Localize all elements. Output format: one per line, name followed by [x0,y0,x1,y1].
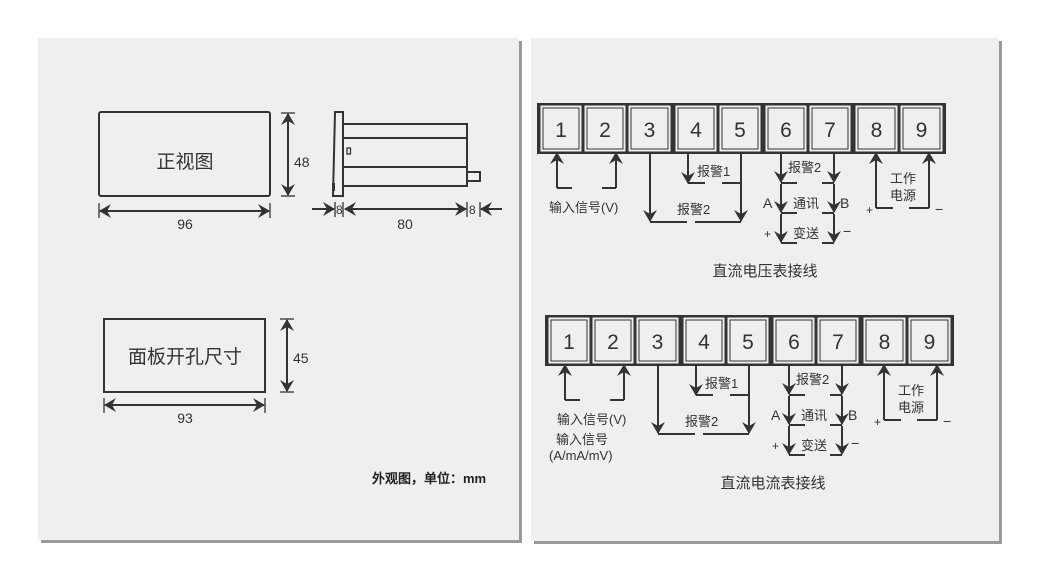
width-dim-label: 96 [177,216,193,232]
comm-b-label: B [840,195,849,211]
terminal-number: 2 [599,119,611,142]
terminal-number: 1 [563,331,575,354]
comm-label: 通讯 [801,408,827,423]
terminal-4: 4 [675,105,717,152]
power-label-line2: 电源 [898,400,924,415]
input-signal-range-label: (A/mA/mV) [549,448,613,463]
terminal-6: 6 [765,105,807,152]
terminal-number: 4 [698,331,710,354]
power-label-line2: 电源 [890,188,916,203]
height-dim-label: 48 [294,154,310,170]
transmit-label: 变送 [801,438,827,453]
terminal-number: 1 [555,119,567,142]
side-body [342,123,468,187]
transmit-plus-label: + [764,227,771,241]
alarm2-bottom-label: 报警2 [685,414,718,429]
dimensions-panel [38,38,519,540]
side-left-dim-label: 8 [336,203,343,217]
cutout-width-dim-label: 93 [177,410,193,426]
alarm2-top-label: 报警2 [796,372,829,387]
cutout-height-dim-label: 45 [293,350,309,366]
power-label-line1: 工作 [898,383,924,398]
front-view: 正视图 48 96 [98,111,310,232]
front-view-label: 正视图 [156,151,213,173]
side-panel-plate [331,111,344,197]
alarm2-top-label: 报警2 [788,160,821,175]
terminal-number: 2 [607,331,619,354]
width-dimension: 96 [98,203,271,232]
terminal-number: 5 [734,119,746,142]
transmit-minus-label: − [851,435,859,451]
alarm2-bottom-label: 报警2 [677,202,710,217]
panel-cutout: 面板开孔尺寸 45 93 [103,318,309,426]
power-label-line1: 工作 [890,171,916,186]
cutout-label: 面板开孔尺寸 [128,346,242,368]
terminal-5: 5 [719,105,761,152]
side-view: 8 80 8 [312,111,502,232]
terminal-1: 1 [548,317,590,364]
transmit-minus-label: − [843,223,851,239]
input-signal-label: 输入信号(V) [557,412,626,427]
wiring-title: 直流电流表接线 [720,475,825,492]
input-signal-label: 输入信号(V) [549,200,618,215]
side-right-dim-label: 8 [469,203,476,217]
comm-b-label: B [848,407,857,423]
comm-a-label: A [771,407,781,423]
dimensions-caption: 外观图，单位：mm [371,471,486,486]
terminal-number: 6 [788,331,800,354]
terminal-number: 3 [652,331,664,354]
terminal-number: 8 [879,331,891,354]
alarm1-label: 报警1 [697,164,730,179]
side-connector [466,171,481,182]
terminal-1: 1 [540,105,582,152]
cutout-outline [103,318,266,393]
transmit-label: 变送 [793,226,819,241]
wiring-title: 直流电压表接线 [712,263,817,280]
terminal-4: 4 [683,317,725,364]
terminal-8: 8 [863,317,906,364]
height-dimension: 48 [281,112,310,197]
terminal-number: 3 [644,119,656,142]
terminal-9: 9 [900,105,943,152]
terminal-number: 7 [824,119,836,142]
terminal-2: 2 [592,317,634,364]
front-view-outline [98,111,271,197]
terminal-5: 5 [727,317,769,364]
power-plus-label: + [866,203,873,217]
terminal-8: 8 [855,105,898,152]
terminal-9: 9 [908,317,951,364]
terminal-3: 3 [628,105,671,152]
terminal-7: 7 [817,317,859,364]
terminal-7: 7 [809,105,851,152]
terminal-2: 2 [584,105,626,152]
terminal-number: 7 [832,331,844,354]
comm-a-label: A [763,195,773,211]
transmit-plus-label: + [772,439,779,453]
terminal-3: 3 [636,317,679,364]
terminal-number: 9 [924,331,936,354]
terminal-number: 5 [742,331,754,354]
terminal-6: 6 [773,317,815,364]
input-signal-label-2: 输入信号 [556,432,608,447]
alarm1-label: 报警1 [705,376,738,391]
side-depth-dim-label: 80 [397,216,413,232]
power-minus-label: − [943,413,951,429]
terminal-number: 9 [916,119,928,142]
power-plus-label: + [874,415,881,429]
terminal-number: 6 [780,119,792,142]
comm-label: 通讯 [793,196,819,211]
terminal-number: 8 [871,119,883,142]
power-minus-label: − [935,201,943,217]
terminal-number: 4 [690,119,702,142]
